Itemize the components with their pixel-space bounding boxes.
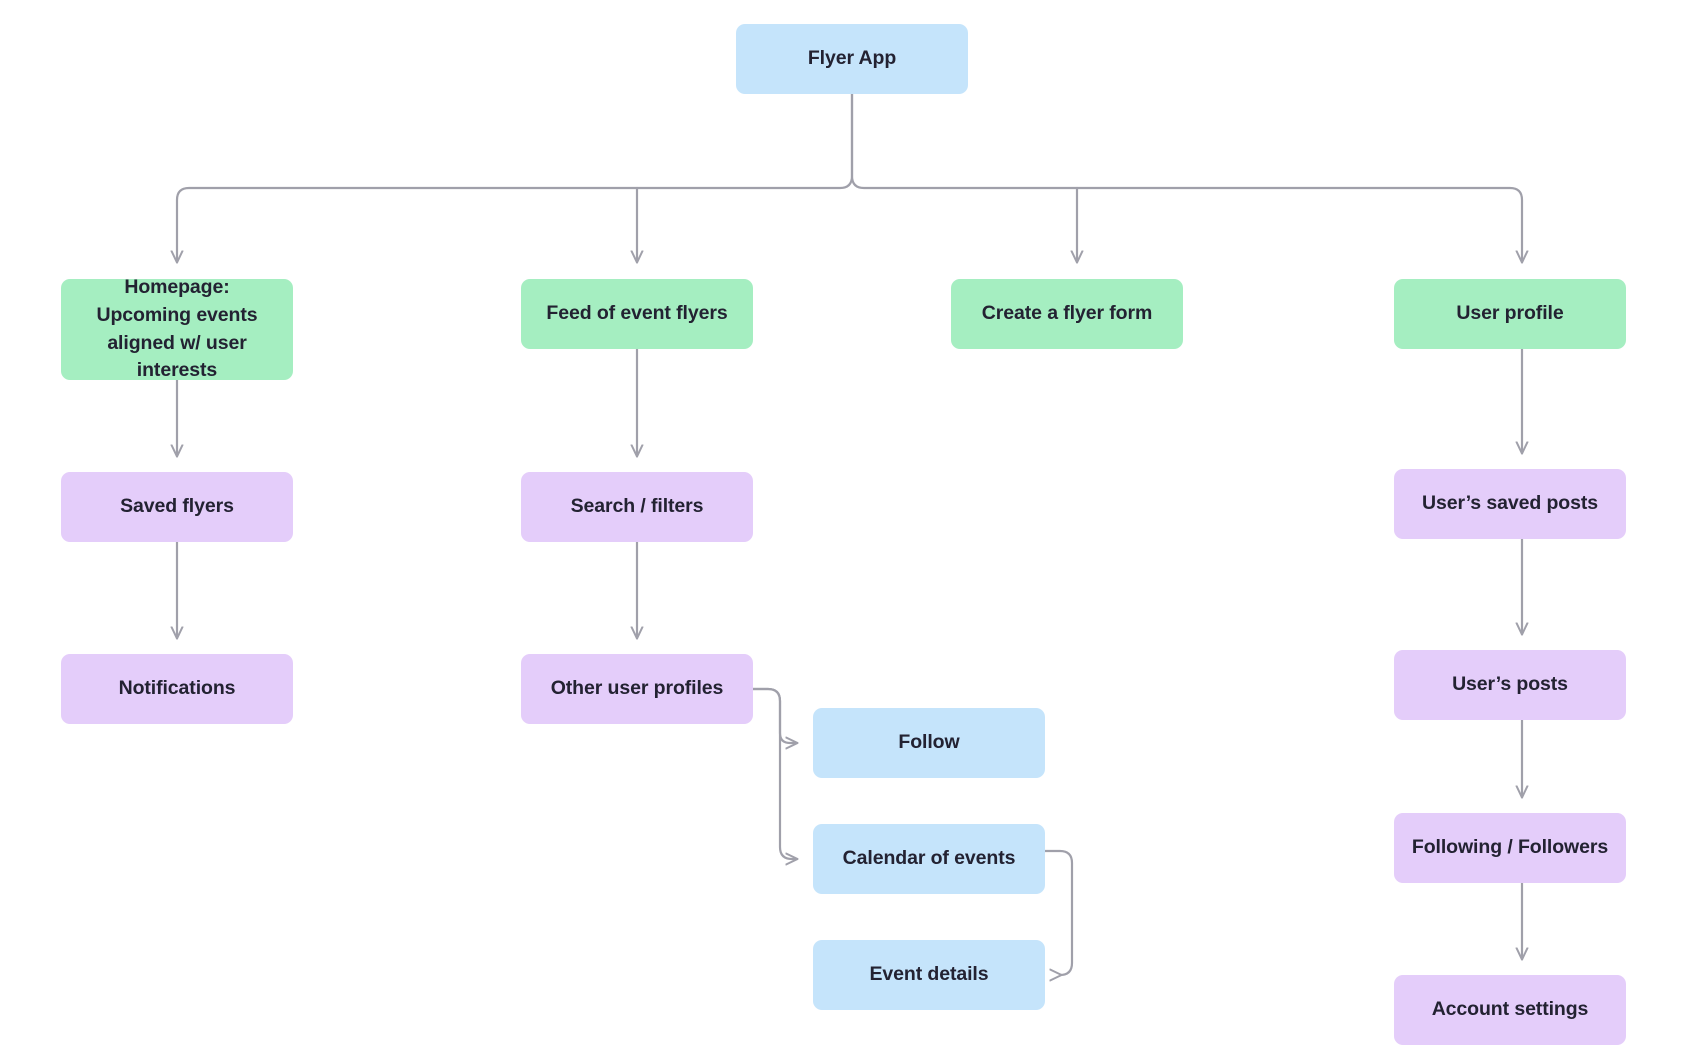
- node-label: Follow: [898, 731, 960, 754]
- node-label: Feed of event flyers: [546, 302, 728, 325]
- edge-other-user-profiles-to-calendar: [751, 687, 797, 859]
- node-label: Saved flyers: [120, 495, 234, 518]
- node-follow[interactable]: Follow: [813, 708, 1045, 778]
- node-label: Search / filters: [570, 495, 704, 518]
- node-label: User’s saved posts: [1422, 492, 1598, 515]
- node-label: User profile: [1456, 302, 1564, 325]
- node-flyer-app[interactable]: Flyer App: [736, 24, 968, 94]
- node-account-settings[interactable]: Account settings: [1394, 975, 1626, 1045]
- edge-other-user-profiles-to-follow: [751, 687, 797, 743]
- node-saved-flyers[interactable]: Saved flyers: [61, 472, 293, 542]
- node-label: User’s posts: [1452, 673, 1568, 696]
- node-label: Homepage: Upcoming events aligned w/ use…: [96, 276, 258, 382]
- node-user-profile[interactable]: User profile: [1394, 279, 1626, 349]
- node-label: Event details: [869, 963, 989, 986]
- node-event-details[interactable]: Event details: [813, 940, 1045, 1010]
- edge-calendar-to-event-details: [1043, 849, 1074, 975]
- node-label: Other user profiles: [550, 677, 724, 700]
- node-label: Flyer App: [807, 47, 897, 70]
- node-users-posts[interactable]: User’s posts: [1394, 650, 1626, 720]
- node-label: Account settings: [1431, 998, 1589, 1021]
- node-label: Notifications: [118, 677, 236, 700]
- edge-flyer-app-to-user-profile: [850, 92, 1522, 262]
- node-other-user-profiles[interactable]: Other user profiles: [521, 654, 753, 724]
- node-following-followers[interactable]: Following / Followers: [1394, 813, 1626, 883]
- node-label: Calendar of events: [842, 847, 1016, 870]
- node-notifications[interactable]: Notifications: [61, 654, 293, 724]
- node-label: Create a flyer form: [981, 302, 1153, 325]
- node-search-filters[interactable]: Search / filters: [521, 472, 753, 542]
- node-homepage[interactable]: Homepage: Upcoming events aligned w/ use…: [61, 276, 293, 381]
- edge-flyer-app-to-homepage: [177, 92, 854, 262]
- node-feed-of-event-flyers[interactable]: Feed of event flyers: [521, 279, 753, 349]
- node-create-a-flyer-form[interactable]: Create a flyer form: [951, 279, 1183, 349]
- node-users-saved-posts[interactable]: User’s saved posts: [1394, 469, 1626, 539]
- node-calendar-of-events[interactable]: Calendar of events: [813, 824, 1045, 894]
- node-label: Following / Followers: [1411, 836, 1609, 859]
